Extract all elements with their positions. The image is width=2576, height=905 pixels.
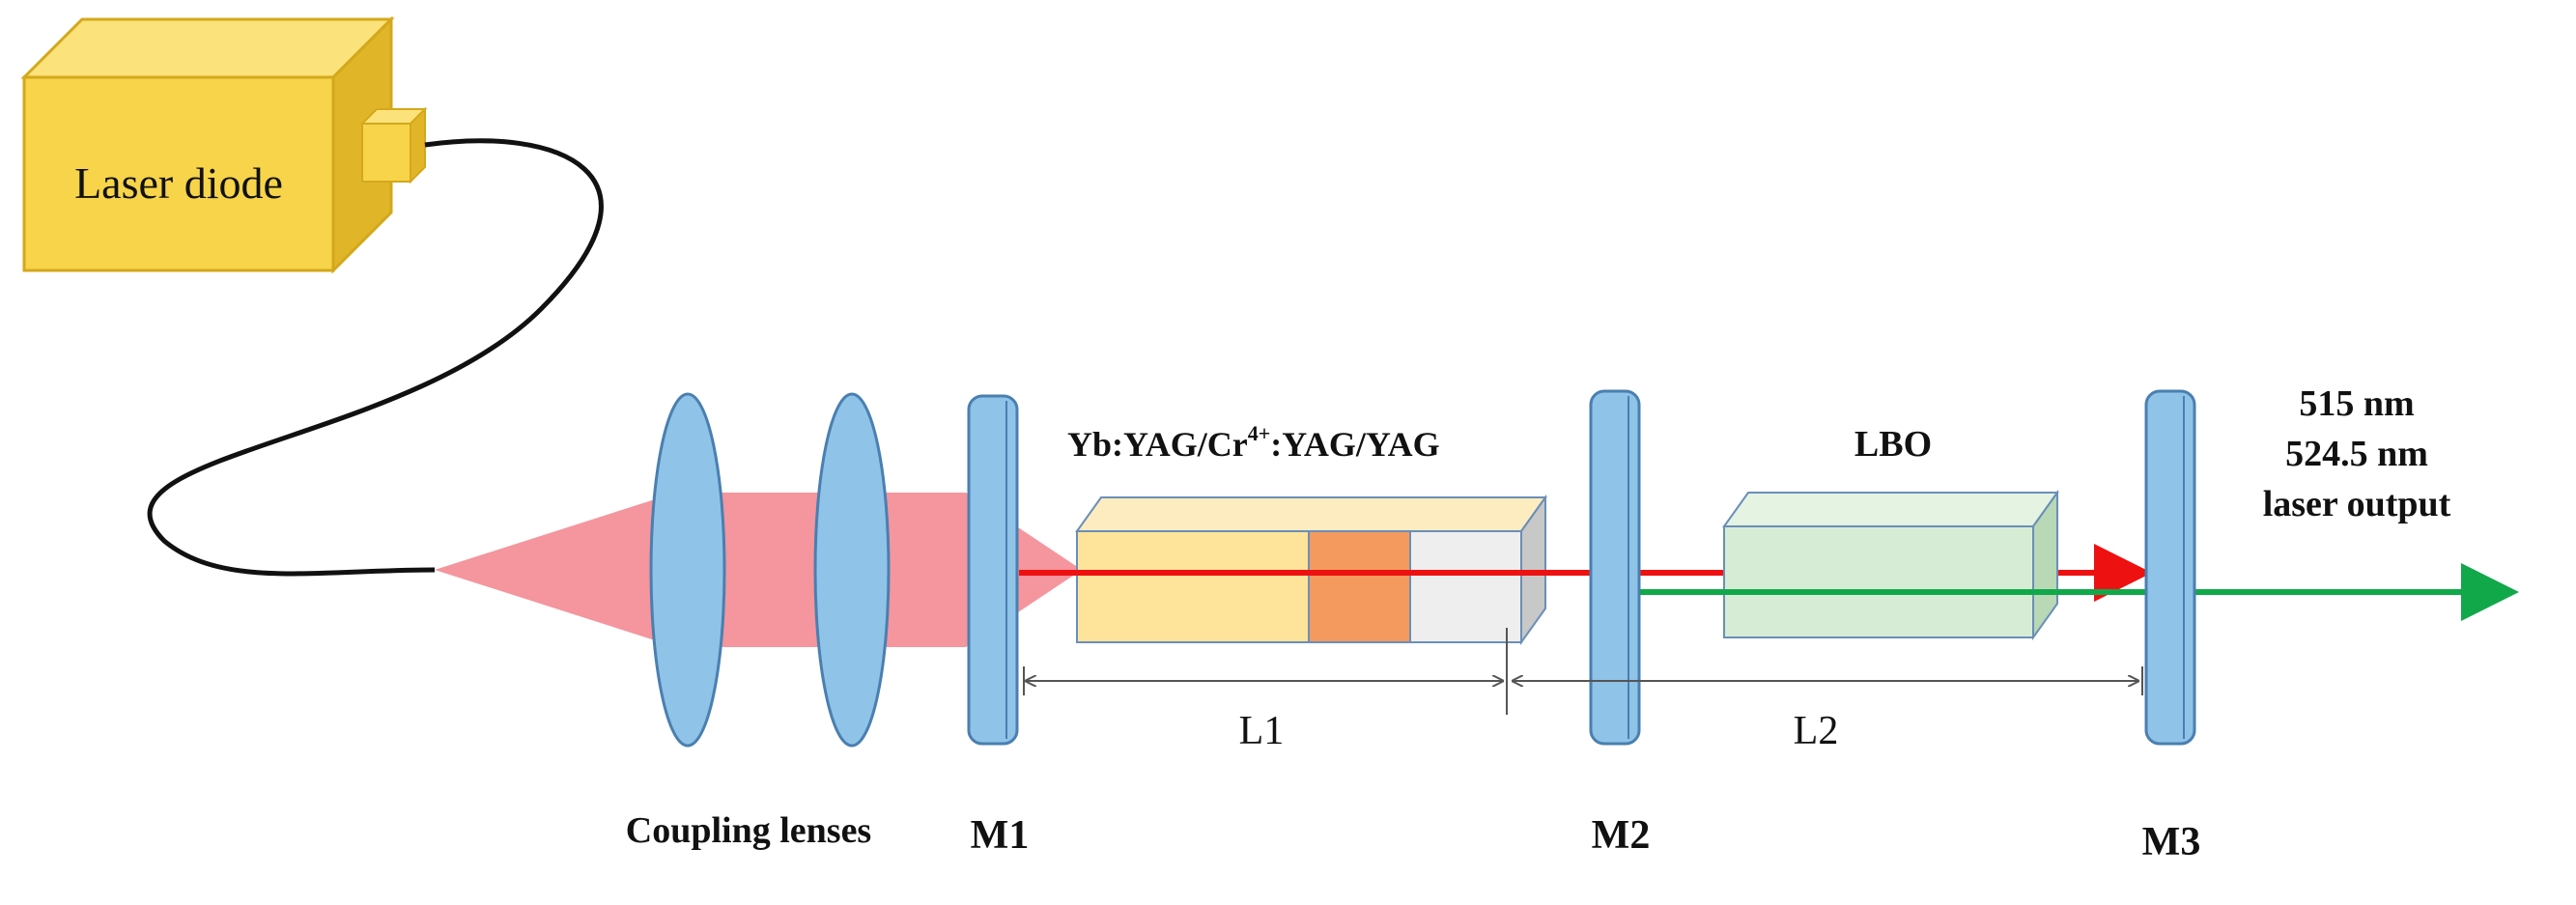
coupling-lenses-label: Coupling lenses [626, 810, 871, 851]
lbo-crystal [1722, 489, 2059, 641]
lbo-front-face [1723, 525, 2034, 638]
laser-diode-label: Laser diode [74, 158, 283, 208]
mirror-m2-label: M2 [1592, 813, 1651, 858]
lbo-label: LBO [1854, 424, 1932, 465]
fiber-connector-front [361, 123, 411, 183]
laser-diode-top-face [20, 17, 395, 79]
pump-beam [435, 493, 1082, 647]
mirror-m3-label: M3 [2142, 820, 2201, 864]
output-caption: laser output [2263, 484, 2451, 524]
optical-fiber [147, 138, 604, 577]
mirror-m2 [1589, 389, 1641, 746]
dimension-l1-label: L1 [1239, 709, 1285, 753]
laser-diode-front-face [22, 75, 335, 272]
output-wavelength-1: 515 nm [2299, 383, 2414, 424]
dimension-l2: L2 [1513, 666, 2143, 753]
crystal-top-face [1075, 496, 1547, 532]
coupling-lens-2 [813, 392, 891, 748]
laser-diode: Laser diode [20, 15, 428, 274]
output-label: 515 nm 524.5 nm laser output [2263, 383, 2451, 524]
mirror-m2-body [1589, 389, 1641, 746]
composite-crystal [1075, 494, 1547, 646]
lbo-top-face [1722, 492, 2059, 527]
mirror-m3-body [2144, 389, 2196, 746]
output-wavelength-2: 524.5 nm [2285, 434, 2428, 474]
crystal-label: Yb:YAG/Cr4+:YAG/YAG [1067, 421, 1440, 464]
crystal-label-superscript: 4+ [1248, 421, 1271, 445]
mirror-m1 [967, 394, 1019, 746]
crystal-cr-yag-segment [1308, 530, 1411, 643]
coupling-lens-1 [649, 392, 726, 748]
mirror-m1-body [967, 394, 1019, 746]
crystal-yag-segment [1409, 530, 1522, 643]
mirror-m1-label: M1 [971, 813, 1030, 858]
crystal-yb-yag-segment [1076, 530, 1310, 643]
dimension-l1: L1 [1023, 628, 1508, 753]
dimension-l2-label: L2 [1794, 709, 1839, 753]
mirror-m3 [2144, 389, 2196, 746]
